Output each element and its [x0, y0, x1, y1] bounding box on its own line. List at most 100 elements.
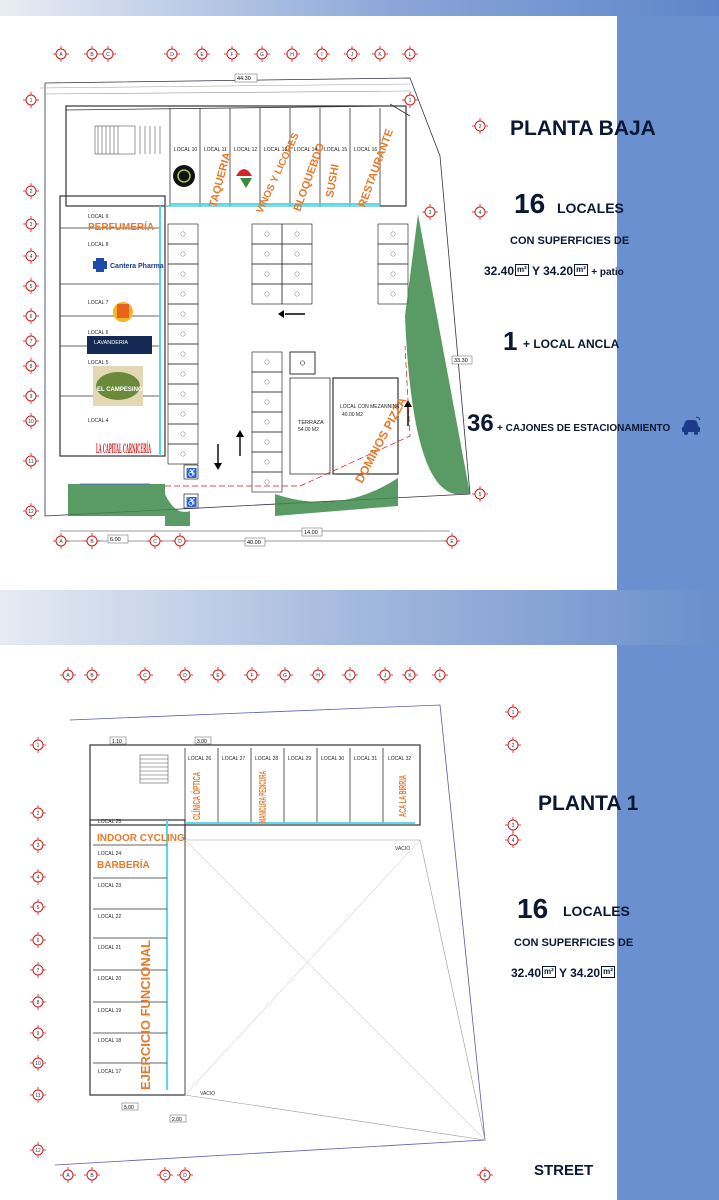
parking-stall: [251, 223, 283, 245]
svg-text:D: D: [183, 673, 187, 679]
svg-text:LOCAL 8: LOCAL 8: [88, 242, 109, 248]
svg-text:EL CAMPESINO: EL CAMPESINO: [97, 387, 143, 393]
ground-floor-title: PLANTA BAJA: [510, 117, 656, 140]
grid-bubble-left-p1: 3: [30, 837, 46, 853]
grid-bubble-left: 1: [23, 92, 39, 108]
svg-text:9: 9: [30, 394, 33, 400]
svg-text:ACA LA BIRRIA: ACA LA BIRRIA: [398, 775, 409, 817]
grid-bubble-left-p1: 10: [30, 1055, 46, 1071]
parking-stall: [167, 443, 199, 465]
svg-text:7: 7: [30, 339, 33, 345]
svg-text:H: H: [316, 673, 320, 679]
first-locales-count: 16: [517, 893, 549, 924]
grid-bubble-top: A: [53, 46, 69, 62]
stairs: [94, 125, 161, 155]
grid-bubble-bottom-p1: A: [60, 1167, 76, 1183]
grid-bubble-top: H: [284, 46, 300, 62]
car-icon: [682, 416, 701, 435]
parking-stall: [377, 263, 409, 285]
parking-stall-marker: [264, 271, 270, 277]
grid-bubble-top-p1: G: [277, 667, 293, 683]
parking-stall: [251, 431, 283, 453]
grid-bubble-left: 6: [23, 308, 39, 324]
svg-text:LOCAL 12: LOCAL 12: [234, 147, 257, 153]
anchor-local: LOCAL CON MEZANNINE: [340, 404, 400, 410]
parking-stall: [167, 403, 199, 425]
svg-text:LOCAL 30: LOCAL 30: [321, 756, 344, 762]
svg-text:6.00: 6.00: [110, 537, 121, 543]
parking-stall-marker: [180, 331, 186, 337]
svg-text:LOCAL 32: LOCAL 32: [388, 756, 411, 762]
svg-text:F: F: [230, 52, 233, 58]
top-band: [0, 0, 719, 16]
svg-text:LOCAL 6: LOCAL 6: [88, 330, 109, 336]
grid-bubble-top: L: [402, 46, 418, 62]
parking-stall-marker: [180, 431, 186, 437]
parking-stall: [167, 363, 199, 385]
svg-text:2: 2: [37, 811, 40, 817]
grid-bubble-left: 7: [23, 333, 39, 349]
svg-text:5.00: 5.00: [124, 1105, 134, 1111]
parking-stall-marker: [264, 399, 270, 405]
grid-bubble-right-p1: 3: [505, 817, 521, 833]
sushi-logo-icon: [173, 165, 195, 187]
grid-bubble-top: C: [100, 46, 116, 62]
grid-bubble-right: 1: [402, 92, 418, 108]
svg-text:♿: ♿: [186, 496, 197, 507]
svg-text:1.10: 1.10: [112, 739, 122, 745]
svg-text:F: F: [250, 673, 253, 679]
parking-stall-marker: [390, 271, 396, 277]
parking-stall-marker: [180, 371, 186, 377]
svg-text:1: 1: [512, 710, 515, 716]
svg-text:B: B: [90, 673, 94, 679]
svg-text:B: B: [90, 539, 94, 545]
grid-bubble-top: E: [194, 46, 210, 62]
grid-bubble-right: 3: [422, 204, 438, 220]
grid-bubble-bottom-p1: D: [177, 1167, 193, 1183]
svg-text:2.00: 2.00: [172, 1117, 182, 1123]
parking-stall-marker: [180, 351, 186, 357]
el-campesino-logo: EL CAMPESINO: [93, 366, 143, 406]
parking-stall-marker: [264, 251, 270, 257]
building-left-block: [59, 195, 166, 457]
parking-stall-marker: [180, 411, 186, 417]
green-area-center: [275, 478, 398, 516]
parking-stall-marker: [180, 251, 186, 257]
svg-text:LA CAPITAL CARNICERÍA: LA CAPITAL CARNICERÍA: [96, 441, 151, 457]
parking-count: 36: [467, 410, 494, 437]
svg-text:LOCAL 31: LOCAL 31: [354, 756, 377, 762]
parking-stall: [289, 351, 316, 375]
parking-stall-marker: [264, 459, 270, 465]
grid-bubble-right-p1: 4: [505, 832, 521, 848]
svg-text:VACIO: VACIO: [200, 1091, 215, 1097]
grid-bubble-left: 12: [23, 503, 39, 519]
svg-text:5: 5: [37, 905, 40, 911]
anchor-store: [332, 377, 399, 475]
svg-text:3: 3: [429, 210, 432, 216]
anchor-count: 1: [503, 326, 518, 356]
green-area-right: [405, 214, 470, 494]
ground-locales-count: 16: [514, 188, 546, 219]
svg-text:I: I: [321, 52, 322, 58]
parking-stall: [281, 283, 313, 305]
svg-text:LOCAL 28: LOCAL 28: [255, 756, 278, 762]
parking-stall: [167, 263, 199, 285]
grid-bubble-left-p1: 6: [30, 932, 46, 948]
svg-text:12: 12: [35, 1148, 41, 1154]
parking-stall: [377, 223, 409, 245]
terrace-label: TERRAZA: [298, 420, 324, 426]
top-shops-p1: [184, 748, 384, 823]
parking-stall-marker: [264, 479, 270, 485]
svg-text:A: A: [66, 673, 70, 679]
parking-stall: [281, 223, 313, 245]
svg-text:SUSHI: SUSHI: [324, 163, 342, 198]
lot-outline: [44, 77, 471, 517]
parking-stall-marker: [390, 231, 396, 237]
svg-text:9: 9: [37, 1031, 40, 1037]
svg-text:G: G: [283, 673, 287, 679]
